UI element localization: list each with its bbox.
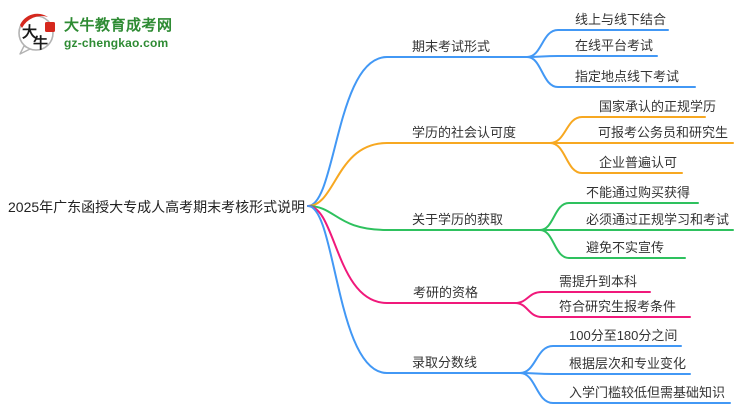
child-curve	[519, 345, 682, 374]
branch-admission-score: 录取分数线	[412, 355, 478, 370]
site-domain: gz-chengkao.com	[64, 35, 169, 50]
leaf-node: 根据层次和专业变化	[569, 356, 687, 371]
child-curve	[514, 302, 691, 318]
branch-curve	[307, 205, 516, 304]
daniu-logo-icon: 大 牛	[18, 13, 55, 55]
branch-curve	[307, 205, 521, 374]
leaf-node: 指定地点线下考试	[575, 69, 680, 84]
leaf-node: 必须通过正规学习和考试	[586, 212, 730, 227]
leaf-node: 国家承认的正规学历	[599, 99, 717, 114]
branch-exam-format: 期末考试形式	[412, 39, 491, 54]
branch-curve	[307, 56, 528, 207]
leaf-node: 需提升到本科	[559, 274, 638, 289]
logo-char-niu: 牛	[33, 34, 48, 52]
branch-curve	[307, 205, 541, 231]
branch-postgrad-eligibility: 考研的资格	[413, 285, 479, 300]
leaf-node: 线上与线下结合	[575, 12, 667, 27]
branch-curve	[307, 142, 551, 207]
leaf-node: 避免不实宣传	[586, 240, 665, 255]
site-logo[interactable]: 大 牛 大牛教育成考网 gz-chengkao.com	[14, 8, 173, 60]
child-curve	[519, 372, 731, 404]
leaf-node: 入学门槛较低但需基础知识	[569, 385, 726, 400]
child-curve	[519, 372, 691, 375]
site-name: 大牛教育成考网	[64, 17, 173, 35]
child-curve	[526, 56, 696, 88]
mindmap-root-title: 2025年广东函授大专成人高考期末考核形式说明	[8, 199, 306, 215]
leaf-node: 100分至180分之间	[569, 328, 678, 343]
branch-degree-acquisition: 关于学历的获取	[412, 212, 504, 227]
child-curve	[549, 142, 683, 174]
logo-red-arc	[20, 13, 48, 28]
branch-social-recognition: 学历的社会认可度	[412, 125, 517, 140]
leaf-node: 不能通过购买获得	[586, 185, 691, 200]
leaf-node: 可报考公务员和研究生	[598, 125, 729, 140]
child-curve	[539, 229, 686, 259]
leaf-node: 企业普遍认可	[599, 155, 678, 170]
logo-char-da: 大	[22, 23, 37, 41]
leaf-node: 符合研究生报考条件	[559, 299, 677, 314]
logo-seal	[45, 22, 55, 32]
leaf-node: 在线平台考试	[575, 38, 654, 53]
child-curve	[526, 55, 658, 58]
